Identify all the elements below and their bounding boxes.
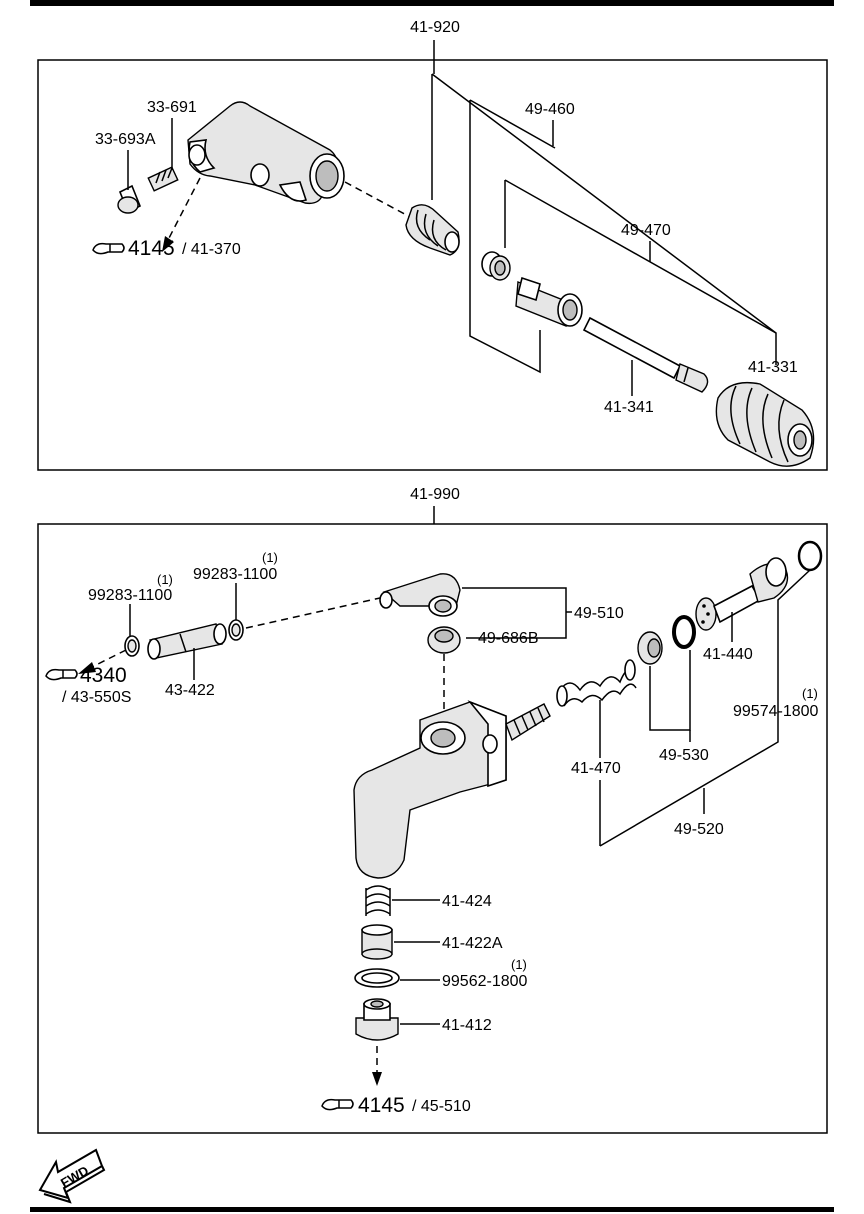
svg-text:4340: 4340 [80,664,127,687]
dust-boot-large [715,381,815,467]
label-49-520: 49-520 [674,821,724,838]
label-49-470: 49-470 [621,222,671,239]
label-99283-1100-qty-b: (1) [262,550,278,565]
label-99562-1800-qty: (1) [511,957,527,972]
label-49-686b: 49-686B [478,630,539,647]
label-33-691: 33-691 [147,99,197,116]
top-rule [30,0,834,6]
top-assembly-code: 41-920 [410,19,460,36]
hand-pointer-icon [45,668,78,681]
bleeder-cap [117,184,142,214]
hand-pointer-icon [321,1098,354,1111]
bleeder-screw [147,166,179,192]
snap-ring [797,540,823,572]
label-41-341: 41-341 [604,399,654,416]
label-99283-1100-a: 99283-1100 [88,587,172,604]
hose-clamp-right [228,619,244,641]
ref-arrow-hose [78,662,96,674]
svg-text:/ 41-370: / 41-370 [182,241,241,258]
svg-text:4145: 4145 [128,237,175,260]
spring-41-424 [365,885,391,916]
bottom-assembly-code: 41-990 [410,486,460,503]
o-ring [672,615,696,649]
bottom-panel [37,523,828,1134]
svg-text:4145: 4145 [358,1094,405,1117]
clutch-master-cylinder-body [353,700,551,879]
fitting-41-412 [355,998,399,1041]
label-49-510: 49-510 [574,605,624,622]
label-41-440: 41-440 [703,646,753,663]
washer-99562-1800 [354,968,400,988]
label-99562-1800: 99562-1800 [442,973,528,990]
ref-note-bottom: 4145 / 45-510 [321,1094,471,1117]
bottom-rule [30,1207,834,1212]
secondary-cup [637,631,663,665]
label-99283-1100-b: 99283-1100 [193,566,277,583]
label-99283-1100-qty-a: (1) [157,572,173,587]
label-41-424: 41-424 [442,893,492,910]
hose [147,623,227,660]
label-41-331: 41-331 [748,359,798,376]
top-panel [37,59,828,471]
label-99574-1800-qty: (1) [802,686,818,701]
ref-note-top: 4145 / 41-370 [92,237,241,260]
label-43-422: 43-422 [165,682,215,699]
label-41-422a: 41-422A [442,935,503,952]
hand-pointer-icon [92,242,125,255]
dust-boot-small [405,204,460,256]
sleeve-41-422a [361,924,393,960]
grommet [427,626,461,654]
svg-text:/ 45-510: / 45-510 [412,1098,471,1115]
clutch-release-cylinder-body [187,101,345,205]
ref-arrow-bottom [372,1072,382,1086]
label-49-460: 49-460 [525,101,575,118]
piston [515,276,583,328]
reservoir-connector-pipe [379,573,461,617]
forward-direction-arrow-icon: FWD [38,1148,106,1204]
piston-cup [481,251,511,281]
label-49-530: 49-530 [659,747,709,764]
push-rod [582,316,709,393]
label-41-470: 41-470 [571,760,621,777]
label-41-412: 41-412 [442,1017,492,1034]
label-99574-1800: 99574-1800 [733,703,819,720]
piston-41-440 [695,557,789,631]
hose-clamp-left [124,635,140,657]
ref-arrow-top [162,236,174,252]
ref-note-hose: 4340 / 43-550S [45,664,131,706]
label-33-693a: 33-693A [95,131,156,148]
svg-text:/ 43-550S: / 43-550S [62,689,131,706]
return-spring-41-470 [556,659,637,707]
